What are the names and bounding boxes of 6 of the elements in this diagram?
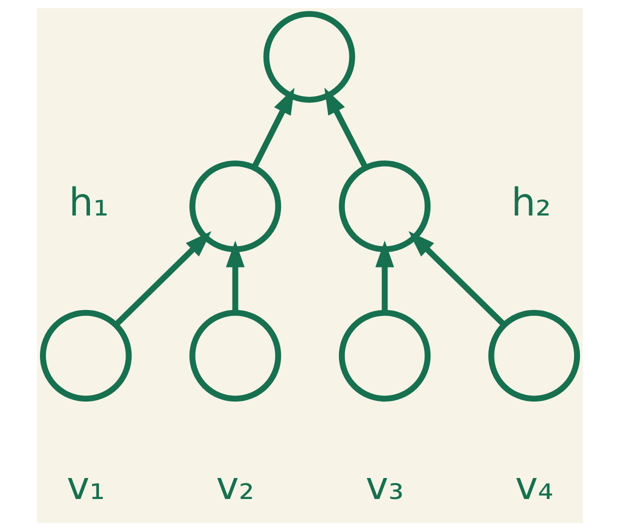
node-label: v₄ (514, 464, 553, 509)
node-label: v₂ (216, 464, 254, 509)
node-label: v₁ (66, 464, 104, 509)
node-label: v₃ (365, 464, 404, 509)
node-label: h₁ (68, 180, 108, 226)
node-label: h₂ (510, 180, 551, 226)
